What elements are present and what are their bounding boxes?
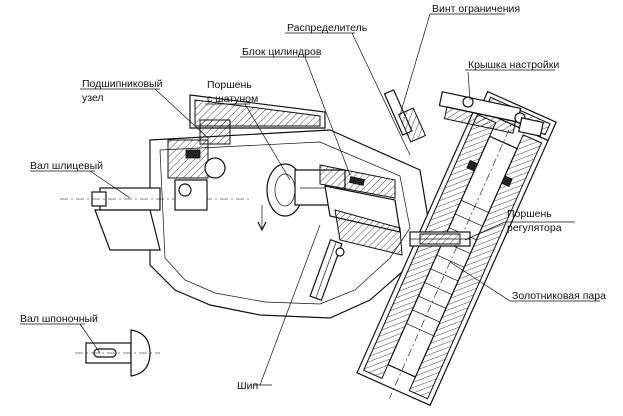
- bearing-unit: [167, 119, 231, 211]
- adjustment-cover: [438, 91, 544, 137]
- label-piston-conrod-2: с шатуном: [207, 93, 259, 105]
- label-stud: Шип: [237, 380, 259, 392]
- label-splined-shaft: Вал шлицевый: [30, 160, 104, 172]
- regulator-piston: [409, 231, 471, 247]
- cylinder-block: [319, 164, 403, 256]
- stud: [309, 238, 345, 302]
- label-regulator-piston-1: Поршень: [507, 208, 552, 220]
- label-piston-conrod-1: Поршень: [207, 79, 252, 91]
- label-regulator-piston-2: регулятора: [507, 222, 562, 234]
- label-bearing-unit-1: Подшипниковый: [82, 78, 163, 90]
- limit-screw: [383, 89, 427, 143]
- label-cylinder-block: Блок цилиндров: [242, 46, 322, 58]
- leader-lines: [20, 13, 600, 386]
- label-distributor: Распределитель: [287, 22, 368, 34]
- label-bearing-unit-2: узел: [82, 92, 104, 104]
- label-spool-pair: Золотниковая пара: [512, 290, 606, 302]
- label-keyed-shaft: Вал шпоночный: [20, 313, 98, 325]
- label-adjustment-cover: Крышка настройки: [468, 59, 560, 71]
- keyed-shaft: [75, 329, 160, 377]
- label-limit-screw: Винт ограничения: [432, 3, 521, 15]
- splined-shaft: [60, 187, 250, 251]
